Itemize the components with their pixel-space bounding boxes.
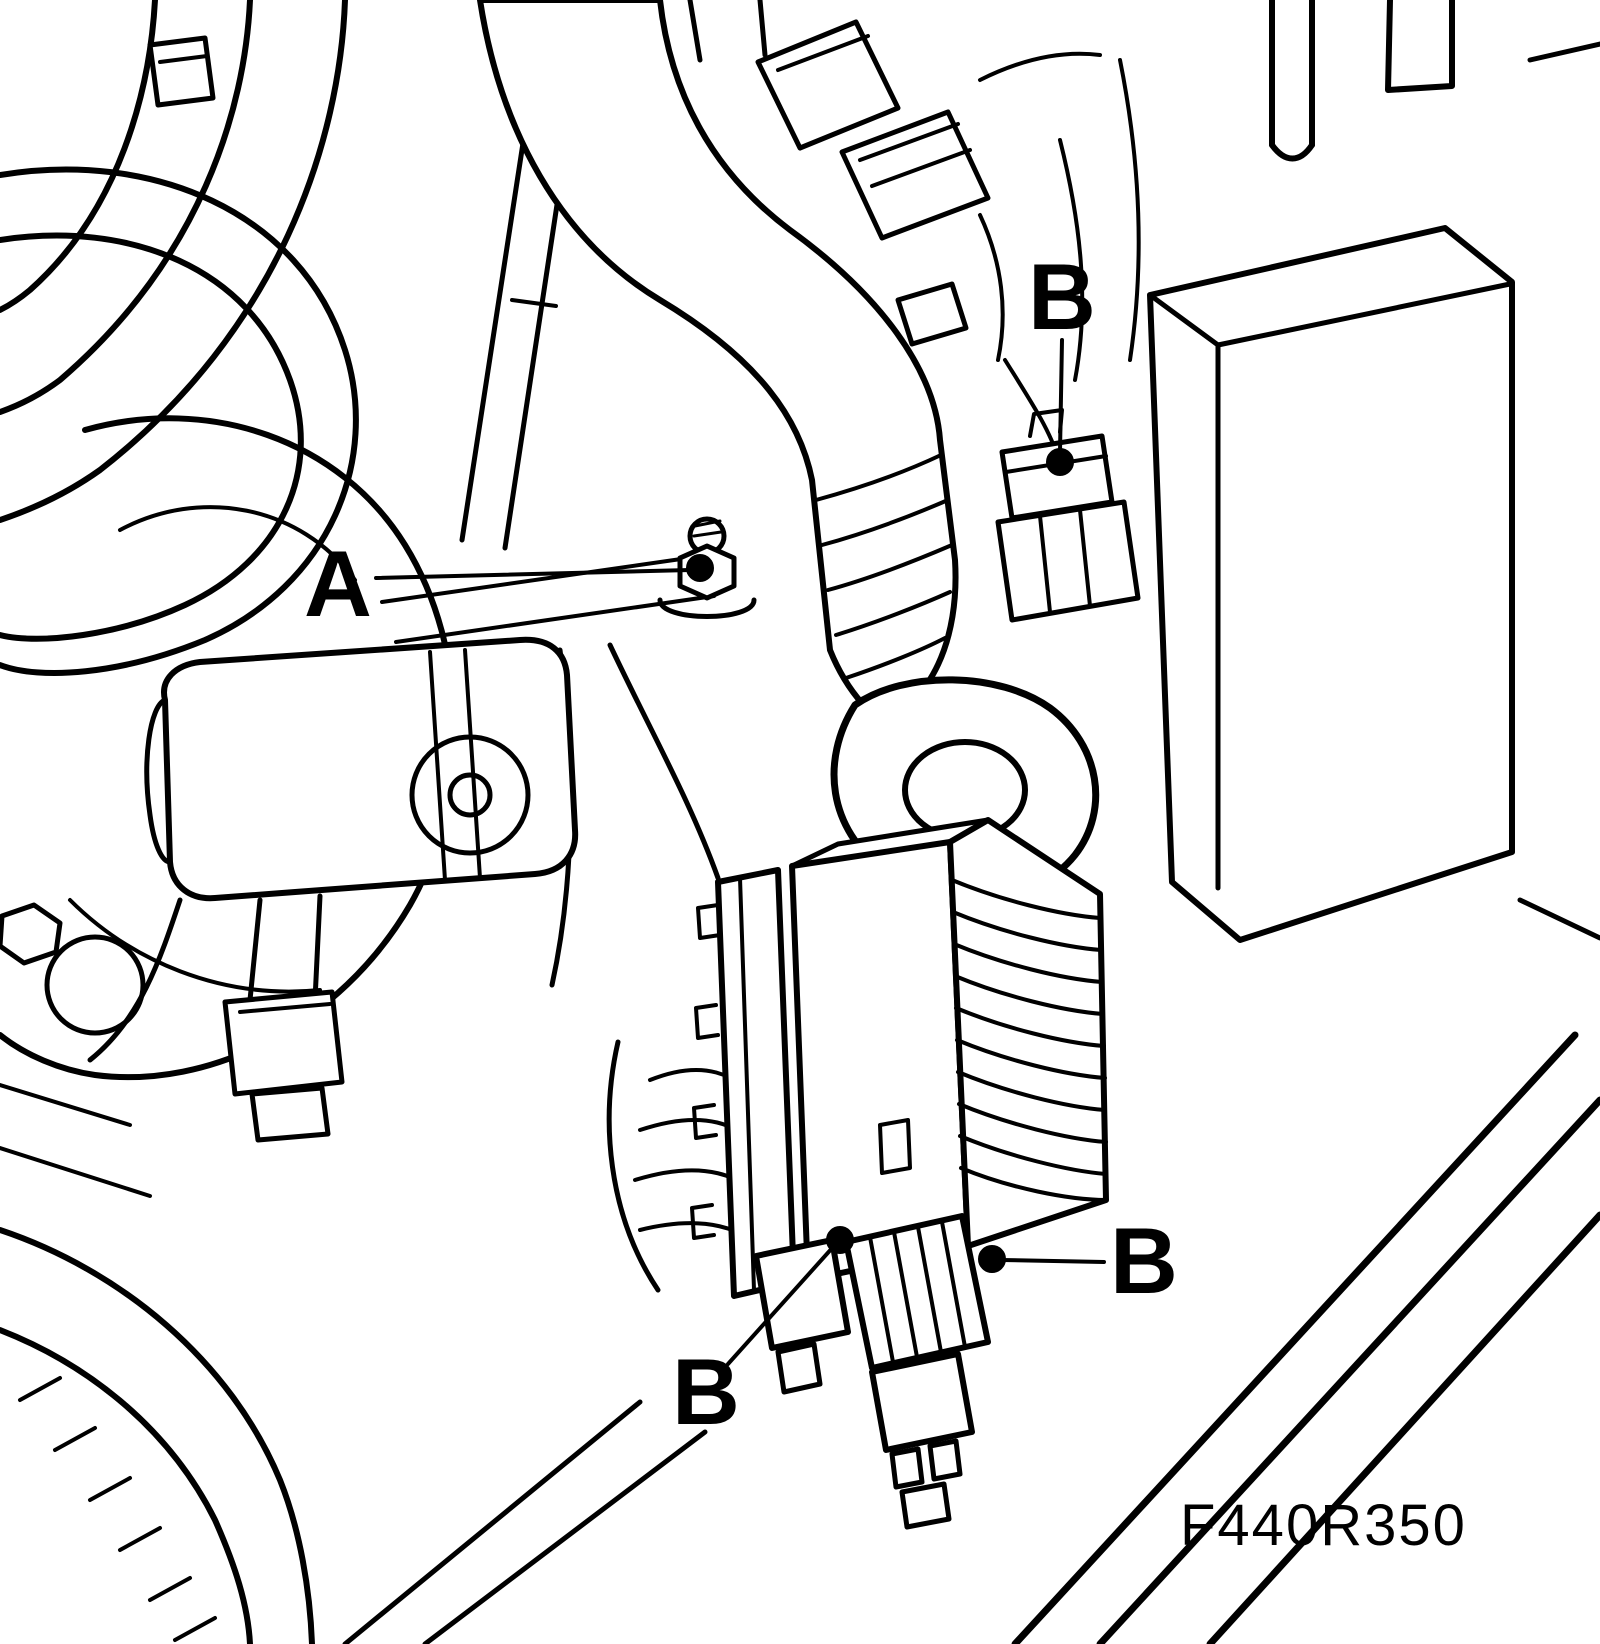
top-left-hoses	[0, 0, 359, 676]
upper-connectors	[687, 0, 1141, 460]
chassis-lines	[342, 1031, 1600, 1644]
callout-b-top-leader	[1058, 338, 1064, 454]
callout-label-b-top: B	[1028, 244, 1096, 349]
callout-a-dot	[686, 554, 714, 582]
callout-b-right-leader	[1000, 1258, 1106, 1264]
top-b-connector	[995, 408, 1141, 623]
valve-connector	[222, 989, 345, 1097]
callout-leaders	[374, 338, 1106, 1366]
lower-left-connector	[753, 1237, 851, 1351]
lower-connectors	[753, 1213, 991, 1530]
callout-label-a: A	[304, 531, 372, 636]
callout-label-b-bottom: B	[672, 1339, 740, 1444]
ecu-left-connector	[715, 867, 797, 1299]
vacuum-valve-assembly	[87, 636, 579, 1143]
callout-label-b-right: B	[1110, 1208, 1178, 1313]
callout-b-right-dot	[978, 1245, 1006, 1273]
bottom-left-hatching	[0, 1227, 315, 1644]
left-edge-details	[0, 902, 152, 1198]
ecu-module	[690, 817, 1109, 1299]
small-connector	[147, 35, 216, 108]
lower-ribbed-connector	[843, 1213, 991, 1371]
right-panels	[1147, 0, 1600, 943]
callout-a-leader	[374, 568, 692, 580]
callout-b-top-dot	[1046, 448, 1074, 476]
figure-code: F440R350	[1180, 1493, 1467, 1558]
callout-b-bottom-dot	[826, 1226, 854, 1254]
ecu-front-face	[789, 839, 971, 1283]
bolt-head	[0, 902, 63, 966]
callout-b-bottom-leader	[726, 1244, 836, 1366]
